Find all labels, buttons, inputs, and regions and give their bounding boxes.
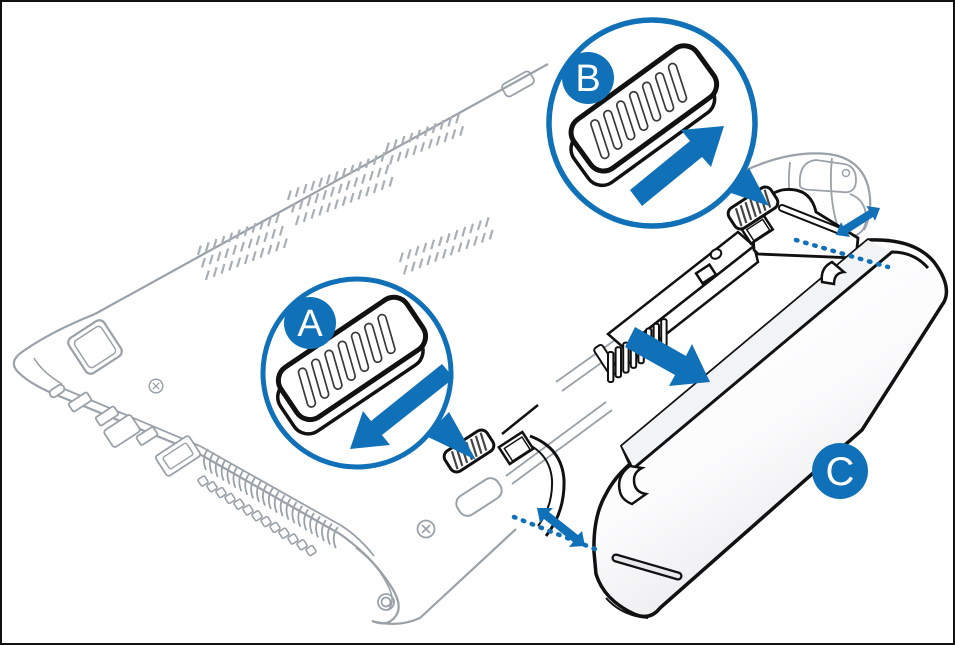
- front-pad-row: [197, 475, 317, 557]
- side-ports: [48, 383, 202, 477]
- step-badge-a: [284, 297, 336, 349]
- vga-port-inner: [162, 442, 194, 470]
- usb-port: [94, 405, 120, 427]
- callout-a: A: [260, 276, 476, 470]
- step-badge-b-label: B: [575, 58, 600, 100]
- callout-b-pointer: [728, 168, 769, 206]
- step-badge-a-label: A: [297, 303, 323, 345]
- front-grille: [203, 448, 339, 549]
- vent-slot-groups: [196, 113, 494, 281]
- battery-silhouette: [592, 238, 949, 619]
- removal-arrow: [625, 327, 710, 386]
- guide-dots-upper: [793, 237, 891, 270]
- battery-slot: [611, 553, 683, 581]
- usb-port: [67, 391, 93, 413]
- corner-foot: [377, 593, 395, 611]
- label-c: C: [812, 443, 868, 499]
- battery-hook-rear: [820, 260, 848, 286]
- alignment-guides: [511, 237, 891, 554]
- blue-elements: [537, 206, 880, 547]
- lan-port: [103, 414, 141, 448]
- battery-base-line: [605, 597, 649, 619]
- screw-icon: [148, 378, 164, 394]
- callout-b: B: [546, 17, 769, 229]
- compartment-cover: [67, 319, 123, 375]
- hdmi-port: [135, 426, 159, 446]
- slide-direction-arrow-b: [630, 126, 724, 206]
- rubber-foot: [455, 477, 503, 517]
- battery-pack[interactable]: [592, 238, 949, 619]
- slide-gap-arrow-lower: [537, 508, 585, 547]
- step-badge-c: [812, 443, 868, 499]
- guide-dots-lower: [511, 514, 603, 554]
- battery-hook-front: [617, 464, 650, 506]
- slide-direction-arrow-a: [350, 364, 454, 449]
- step-badge-c-label: C: [826, 450, 855, 494]
- battery-top-face: [622, 240, 892, 468]
- battery-ridge: [633, 250, 930, 470]
- step-badge-b: [562, 52, 614, 104]
- latch-hole-a: [497, 430, 535, 466]
- slide-gap-arrow-upper: [836, 206, 880, 237]
- power-jack-port: [48, 383, 66, 399]
- screw-icon: [416, 519, 436, 539]
- latch-hole-b: [739, 212, 775, 246]
